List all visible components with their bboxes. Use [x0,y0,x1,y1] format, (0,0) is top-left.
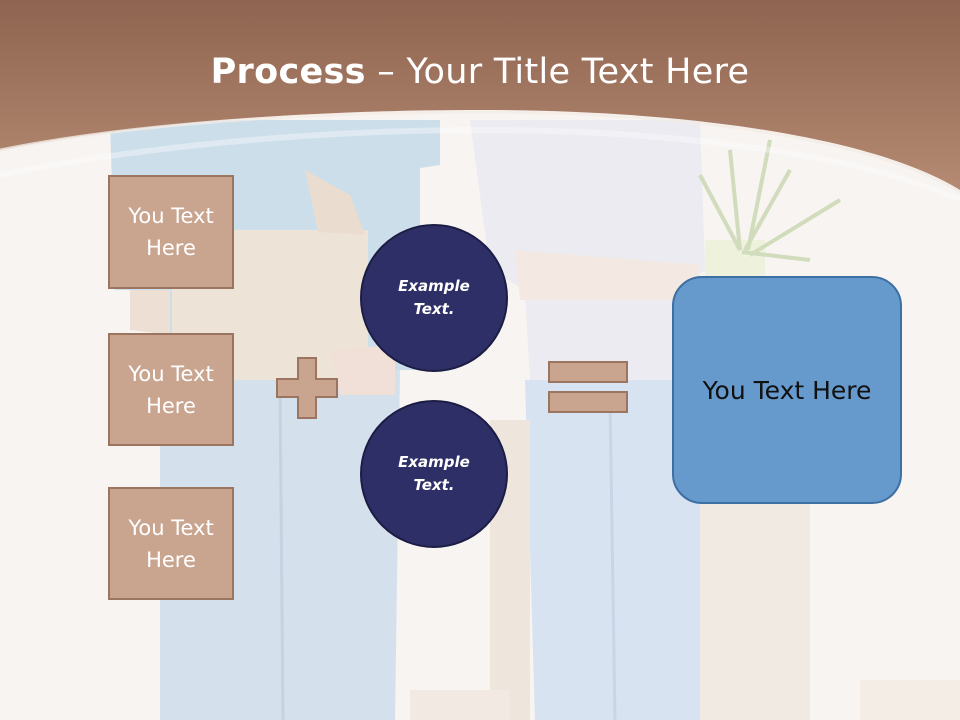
equals-icon [548,361,628,413]
text-box-3: You Text Here [108,487,234,600]
example-circle-2: Example Text. [360,400,508,548]
result-box: You Text Here [672,276,902,504]
text-box-1: You Text Here [108,175,234,289]
slide-title: Process – Your Title Text Here [0,52,960,92]
example-circle-1: Example Text. [360,224,508,372]
title-rest: – Your Title Text Here [365,52,750,92]
plus-icon [276,357,338,419]
header-band [0,0,960,200]
text-box-2: You Text Here [108,333,234,446]
title-bold: Process [210,52,366,92]
